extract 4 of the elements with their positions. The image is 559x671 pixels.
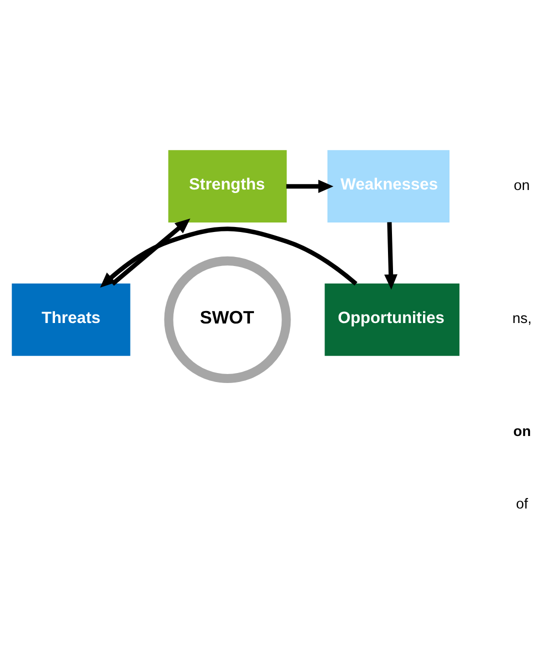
label: on [513, 424, 531, 440]
label: of [516, 496, 528, 512]
label: on [514, 177, 530, 194]
label: ns, [512, 310, 532, 327]
